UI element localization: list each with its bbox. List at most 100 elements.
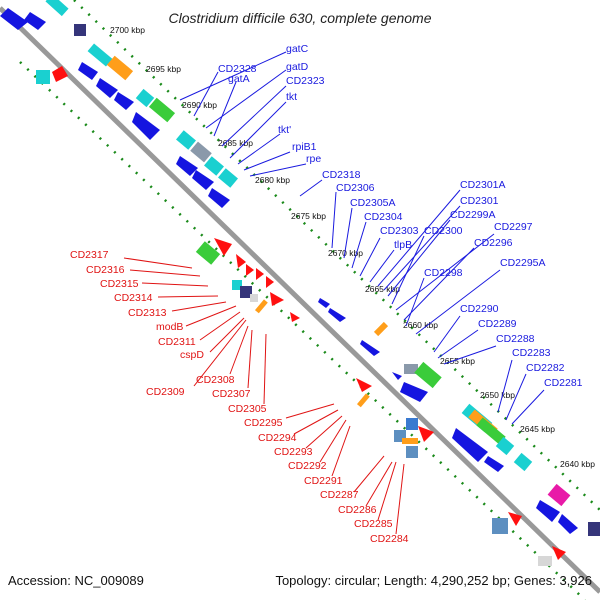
gene-block[interactable] [45, 0, 69, 17]
gene-arrow[interactable] [214, 238, 232, 256]
gene-label[interactable]: CD2300 [424, 225, 463, 237]
gene-label[interactable]: CD2286 [338, 504, 377, 516]
gene-arrow[interactable] [328, 308, 346, 322]
gene-label[interactable]: CD2295 [244, 417, 283, 429]
gene-arrow[interactable] [360, 340, 380, 356]
gene-arrow[interactable] [96, 78, 118, 98]
gene-block[interactable] [135, 88, 155, 108]
gene-arrow[interactable] [0, 8, 28, 30]
gene-block[interactable] [190, 141, 212, 163]
gene-label[interactable]: CD2288 [496, 333, 535, 345]
gene-arrow[interactable] [508, 512, 522, 526]
gene-label[interactable]: CD2282 [526, 362, 565, 374]
gene-block[interactable] [195, 241, 221, 265]
gene-label[interactable]: CD2293 [274, 446, 313, 458]
gene-label[interactable]: CD2295A [500, 257, 546, 269]
gene-label[interactable]: CD2303 [380, 225, 419, 237]
gene-arrow[interactable] [356, 378, 372, 392]
gene-block[interactable] [402, 438, 418, 444]
gene-label[interactable]: CD2299A [450, 209, 496, 221]
gene-block[interactable] [476, 417, 506, 445]
gene-arrow[interactable] [270, 292, 284, 306]
gene-arrow[interactable] [452, 428, 488, 462]
gene-arrow[interactable] [52, 66, 68, 82]
gene-arrow[interactable] [246, 264, 254, 276]
gene-block[interactable] [492, 518, 508, 534]
gene-label[interactable]: CD2306 [336, 182, 375, 194]
gene-block[interactable] [232, 280, 242, 290]
gene-block[interactable] [87, 43, 113, 67]
gene-label[interactable]: CD2285 [354, 518, 393, 530]
gene-arrow[interactable] [536, 500, 560, 522]
gene-label[interactable]: cspD [180, 349, 204, 361]
gene-label[interactable]: CD2289 [478, 318, 517, 330]
gene-arrow[interactable] [558, 514, 578, 534]
gene-label[interactable]: CD2297 [494, 221, 533, 233]
gene-label[interactable]: gatD [286, 61, 309, 73]
gene-arrow[interactable] [24, 12, 46, 30]
gene-label[interactable]: CD2304 [364, 211, 403, 223]
gene-block[interactable] [373, 321, 389, 337]
gene-arrow[interactable] [236, 254, 246, 268]
gene-label[interactable]: CD2284 [370, 533, 409, 545]
gene-label[interactable]: rpe [306, 153, 321, 165]
gene-label[interactable]: CD2318 [322, 169, 361, 181]
gene-label[interactable]: CD2292 [288, 460, 327, 472]
gene-block[interactable] [254, 299, 268, 314]
gene-label[interactable]: CD2301 [460, 195, 499, 207]
gene-label[interactable]: CD2315 [100, 278, 139, 290]
gene-block[interactable] [356, 393, 370, 408]
gene-block[interactable] [240, 286, 252, 298]
gene-arrow[interactable] [484, 456, 504, 472]
gene-block[interactable] [588, 522, 600, 536]
gene-block[interactable] [404, 364, 418, 374]
gene-label[interactable]: CD2309 [146, 386, 185, 398]
gene-label[interactable]: CD2294 [258, 432, 297, 444]
gene-arrow[interactable] [290, 312, 300, 322]
gene-block[interactable] [106, 55, 134, 81]
gene-arrow[interactable] [78, 62, 98, 80]
gene-label[interactable]: CD2316 [86, 264, 125, 276]
gene-label[interactable]: CD2301A [460, 179, 506, 191]
gene-label[interactable]: CD2313 [128, 307, 167, 319]
gene-arrow[interactable] [192, 170, 214, 190]
gene-arrow[interactable] [256, 268, 264, 280]
gene-label[interactable]: CD2307 [212, 388, 251, 400]
gene-block[interactable] [538, 556, 552, 566]
gene-block[interactable] [250, 294, 258, 302]
gene-label[interactable]: CD2283 [512, 347, 551, 359]
gene-block[interactable] [148, 97, 176, 123]
gene-label[interactable]: CD2305 [228, 403, 267, 415]
gene-label[interactable]: modB [156, 321, 183, 333]
gene-label[interactable]: CD2323 [286, 75, 325, 87]
gene-label[interactable]: tkt' [278, 124, 291, 136]
gene-label[interactable]: CD2291 [304, 475, 343, 487]
gene-block[interactable] [406, 446, 418, 458]
gene-arrow[interactable] [266, 276, 274, 288]
gene-arrow[interactable] [418, 426, 434, 442]
gene-arrow[interactable] [208, 188, 230, 208]
gene-arrow[interactable] [318, 298, 330, 308]
gene-block[interactable] [513, 452, 533, 472]
gene-label[interactable]: CD2305A [350, 197, 396, 209]
gene-block[interactable] [74, 24, 86, 36]
gene-label[interactable]: tlpB [394, 239, 412, 251]
gene-label[interactable]: CD2298 [424, 267, 463, 279]
gene-arrow[interactable] [392, 372, 402, 380]
gene-label[interactable]: CD2311 [158, 336, 196, 348]
gene-label[interactable]: CD2287 [320, 489, 359, 501]
gene-label[interactable]: CD2281 [544, 377, 583, 389]
gene-block[interactable] [495, 436, 515, 456]
gene-block[interactable] [218, 168, 238, 188]
gene-block[interactable] [547, 483, 571, 507]
gene-block[interactable] [414, 361, 442, 389]
gene-label[interactable]: gatA [228, 73, 250, 85]
gene-block[interactable] [36, 70, 50, 84]
gene-arrow[interactable] [400, 382, 428, 402]
gene-label[interactable]: tkt [286, 91, 297, 103]
gene-label[interactable]: CD2296 [474, 237, 513, 249]
gene-arrow[interactable] [114, 92, 134, 110]
gene-label[interactable]: rpiB1 [292, 141, 317, 153]
gene-arrow[interactable] [552, 546, 566, 560]
gene-arrow[interactable] [132, 112, 160, 140]
